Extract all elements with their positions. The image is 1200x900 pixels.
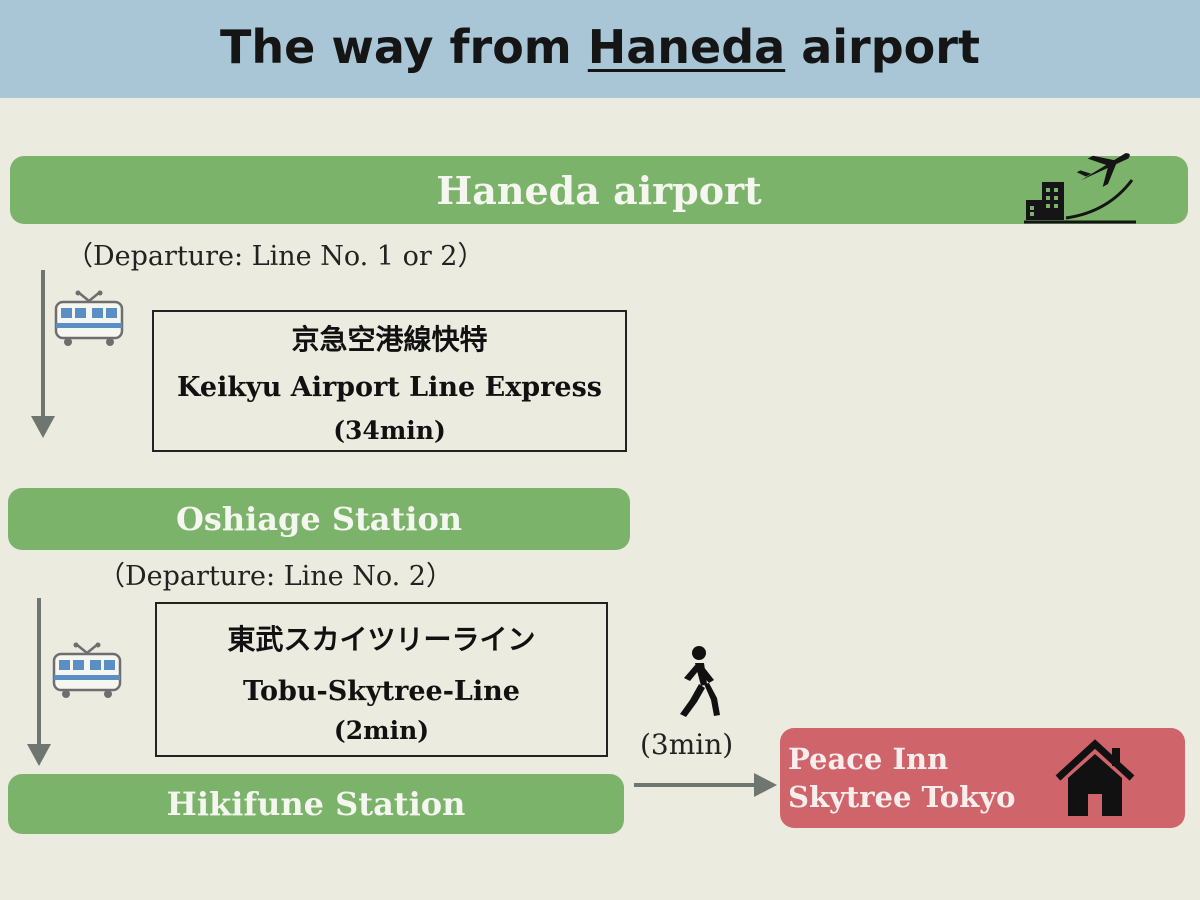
title-suffix: airport <box>785 20 980 74</box>
down-arrow-icon <box>31 270 55 438</box>
route-duration: (2min) <box>333 716 430 745</box>
route-name-jp: 東武スカイツリーライン <box>227 623 536 656</box>
page-title: The way from Haneda airport <box>0 20 1200 74</box>
airplane-building-icon <box>1024 153 1136 224</box>
walking-person-icon <box>680 646 720 717</box>
oshiage-station-bar: Oshiage Station <box>8 488 630 550</box>
hikifune-station-label: Hikifune Station <box>166 785 466 823</box>
title-emphasis: Haneda <box>587 20 786 74</box>
departure-note-1: （Departure: Line No. 1 or 2） <box>66 241 485 272</box>
destination-line-1: Peace Inn <box>788 742 949 776</box>
header-band <box>0 0 1200 98</box>
title-prefix: The way from <box>220 20 588 74</box>
oshiage-station-label: Oshiage Station <box>175 500 463 538</box>
right-arrow-icon <box>634 773 777 797</box>
route-box-tobu: 東武スカイツリーライン Tobu-Skytree-Line (2min) <box>155 602 608 757</box>
haneda-airport-label: Haneda airport <box>436 167 762 213</box>
hikifune-station-bar: Hikifune Station <box>8 774 624 834</box>
destination-hotel-box: Peace Inn Skytree Tokyo <box>780 728 1185 828</box>
train-icon <box>52 642 122 698</box>
route-name-en: Keikyu Airport Line Express <box>177 372 602 403</box>
route-box-keikyu: 京急空港線快特 Keikyu Airport Line Express (34m… <box>152 310 627 452</box>
haneda-airport-bar: Haneda airport <box>10 156 1188 224</box>
train-icon <box>54 290 124 346</box>
route-name-jp: 京急空港線快特 <box>291 323 488 356</box>
down-arrow-icon <box>27 598 51 766</box>
walk-duration: (3min) <box>640 728 734 761</box>
house-icon <box>1055 739 1135 816</box>
route-name-en: Tobu-Skytree-Line <box>243 676 520 707</box>
destination-line-2: Skytree Tokyo <box>788 780 1016 814</box>
route-duration: (34min) <box>333 416 446 445</box>
departure-note-2: （Departure: Line No. 2） <box>98 561 453 592</box>
